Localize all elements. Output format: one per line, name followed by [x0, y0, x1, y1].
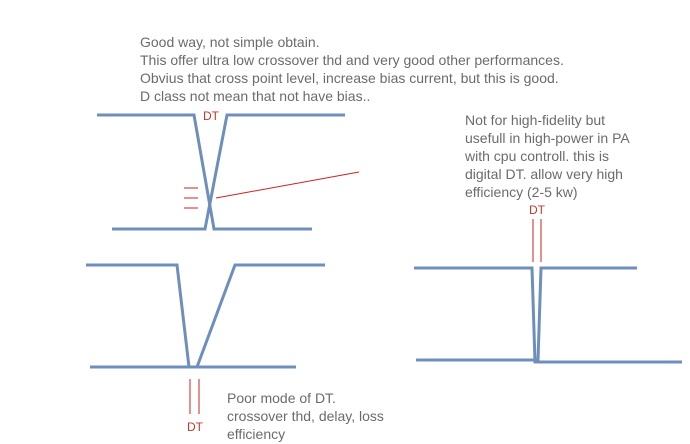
dt-label-top: DT: [203, 109, 219, 123]
note-line: Poor mode of DT.: [227, 390, 336, 406]
waveform-rising-trace: [112, 113, 345, 231]
bias-level-marker: [184, 171, 360, 209]
waveform-falling-trace: [414, 266, 682, 364]
dt-label-right: DT: [529, 203, 545, 217]
waveform-rising-trace: [90, 263, 325, 369]
note-line: This offer ultra low crossover thd and v…: [140, 52, 564, 68]
note-poor-dt: Poor mode of DT. crossover thd, delay, l…: [227, 389, 384, 443]
note-line: Good way, not simple obtain.: [140, 34, 320, 50]
note-digital-dt: Not for high-fidelity but usefull in hig…: [465, 111, 630, 201]
note-good-way: Good way, not simple obtain. This offer …: [140, 33, 564, 105]
note-line: D class not mean that not have bias..: [140, 88, 371, 104]
waveform-falling-trace: [97, 113, 312, 231]
note-line: with cpu controll. this is: [465, 148, 609, 164]
note-line: digital DT. allow very high: [465, 166, 623, 182]
pointer-line: [215, 171, 360, 199]
note-line: efficiency: [227, 426, 286, 442]
note-line: Obvius that cross point level, increase …: [140, 70, 559, 86]
note-line: Not for high-fidelity but: [465, 112, 606, 128]
waveform-falling-trace: [86, 263, 296, 369]
dt-marker-bottom: [189, 379, 200, 414]
dt-label-bottom: DT: [187, 420, 203, 434]
dt-marker-right: [532, 219, 542, 262]
waveform-rising-trace: [416, 266, 637, 362]
waveform-crossover: [97, 113, 345, 231]
note-line: crossover thd, delay, loss: [227, 408, 384, 424]
note-line: usefull in high-power in PA: [465, 130, 630, 146]
waveform-digital-dt: [414, 266, 682, 364]
waveform-poor-dt: [86, 263, 325, 369]
note-line: efficiency (2-5 kw): [465, 184, 578, 200]
